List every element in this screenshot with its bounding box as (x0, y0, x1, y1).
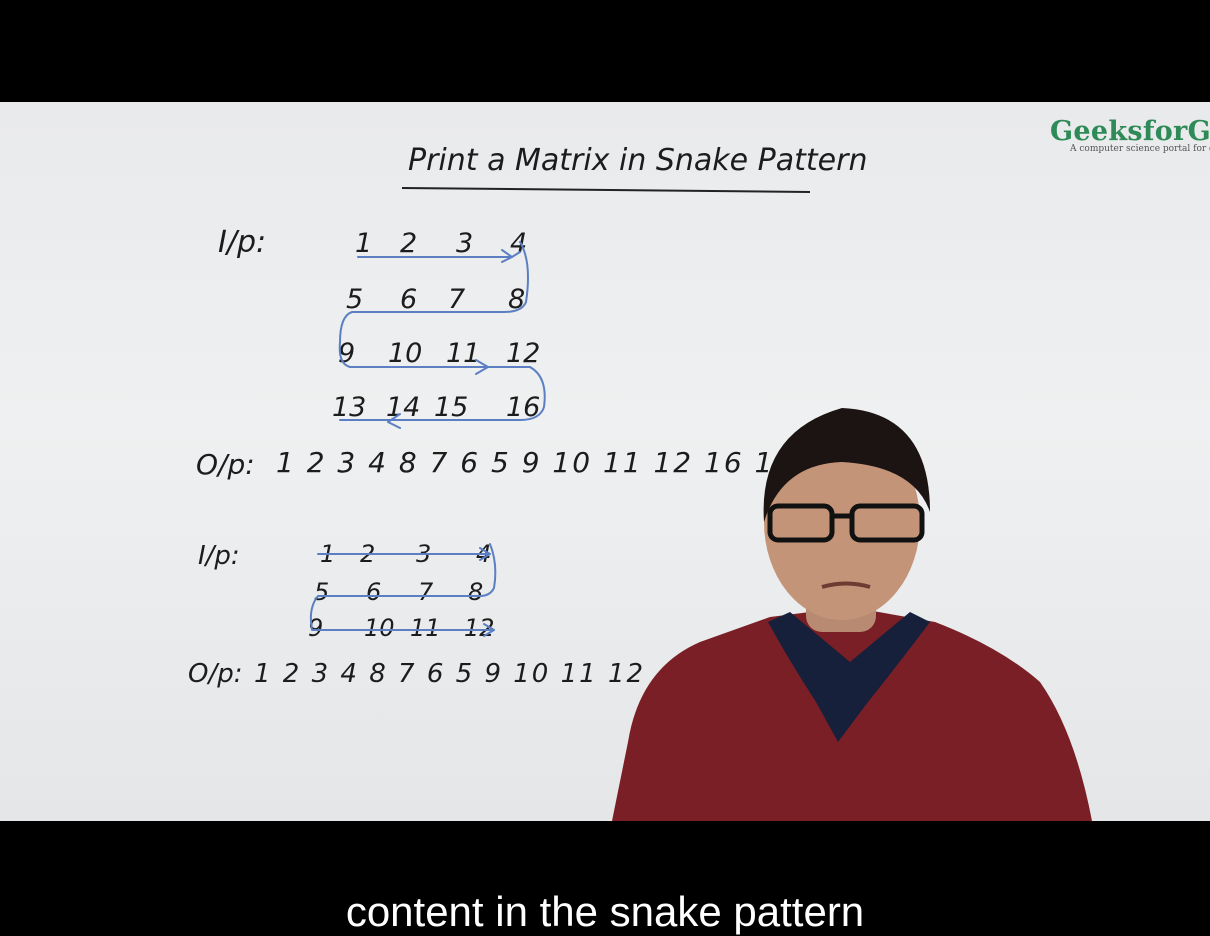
video-player[interactable]: Print a Matrix in Snake Pattern I/p: 1 2… (0, 102, 1210, 821)
presenter-hair (763, 408, 930, 522)
logo-name: GeeksforGee (1050, 116, 1210, 147)
output-sequence-2: 1 2 3 4 8 7 6 5 9 10 11 12 (254, 659, 645, 689)
channel-logo: GeeksforGee A computer science portal fo… (1050, 116, 1210, 154)
snake-arrow-1 (338, 241, 546, 429)
matrix-cell: 10 (388, 338, 422, 369)
matrix-cell: 11 (410, 614, 441, 642)
title-underline (401, 187, 811, 193)
matrix-cell: 16 (506, 392, 540, 423)
input-label-2: I/p: (198, 541, 240, 571)
matrix-cell: 15 (434, 392, 468, 423)
logo-tagline: A computer science portal for ge (1070, 144, 1210, 154)
output-label-2: O/p: (188, 659, 243, 689)
matrix-cell: 13 (332, 392, 366, 423)
matrix-cell: 4 (510, 228, 527, 259)
input-label-1: I/p: (218, 225, 266, 260)
presenter-face (764, 424, 920, 620)
presenter-mouth (821, 581, 871, 589)
matrix-cell: 14 (386, 392, 420, 423)
presenter-collar (768, 612, 930, 742)
matrix-cell: 3 (456, 228, 473, 259)
matrix-2: 1 2 3 4 5 6 7 8 9 10 11 12 (308, 540, 495, 642)
subtitle-caption: content in the snake pattern (345, 888, 865, 935)
whiteboard: Print a Matrix in Snake Pattern I/p: 1 2… (188, 143, 1092, 821)
matrix-cell: 2 (400, 228, 417, 259)
output-label-1: O/p: (196, 448, 255, 481)
matrix-cell: 10 (364, 614, 395, 642)
matrix-cell: 8 (468, 578, 483, 606)
matrix-cell: 7 (418, 578, 434, 606)
output-sequence-1: 1 2 3 4 8 7 6 5 9 10 11 12 16 15 14 (276, 446, 845, 479)
matrix-cell: 12 (506, 338, 540, 369)
glasses-icon (767, 503, 925, 543)
matrix-cell: 11 (446, 338, 480, 369)
presenter (612, 408, 1092, 821)
board-title: Print a Matrix in Snake Pattern (408, 143, 867, 178)
matrix-cell: 7 (448, 284, 465, 315)
matrix-cell: 5 (314, 578, 329, 606)
matrix-1: 1 2 3 4 5 6 7 8 9 10 11 12 13 14 15 16 (332, 228, 540, 423)
matrix-cell: 6 (366, 578, 381, 606)
matrix-cell: 5 (346, 284, 363, 315)
matrix-cell: 6 (400, 284, 417, 315)
matrix-cell: 1 (355, 228, 372, 259)
snake-arrow-2 (309, 543, 497, 637)
